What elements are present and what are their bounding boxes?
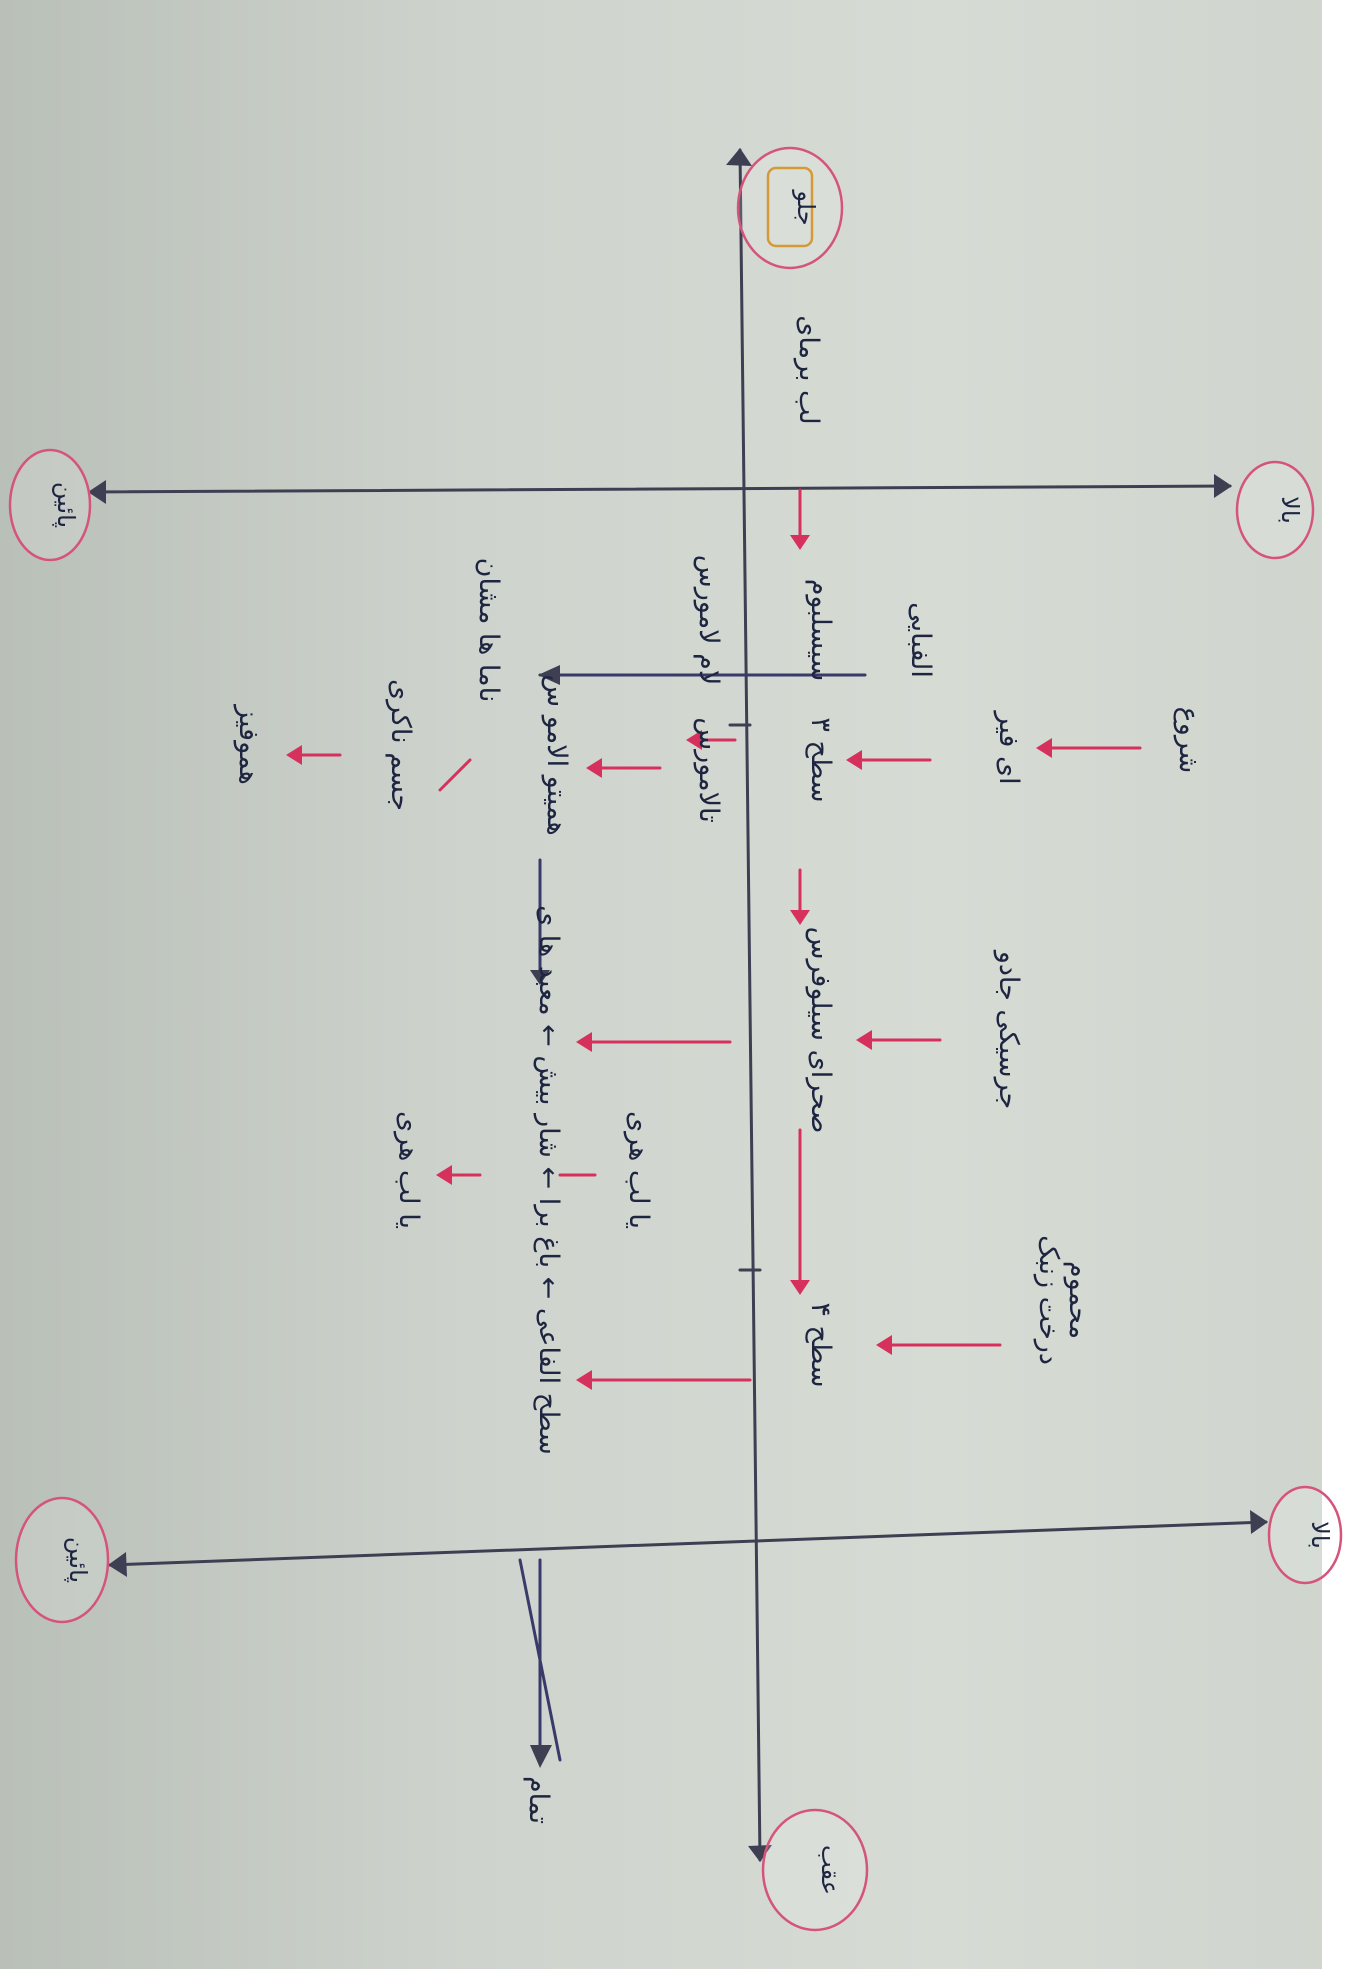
page-notch [1328,760,1346,880]
node-alphabetic: الفبایی [905,602,936,678]
arrow-talam-to-body [438,758,472,792]
cloud-back-label: عقب [816,1845,844,1895]
node-hamiltamas: همیتو الامو س [541,674,572,836]
node-body: جسم ناکری [385,679,416,811]
axis-front-arrowhead [726,148,752,166]
cloud-top-1: بالا [1235,460,1315,560]
arrowhead [576,1032,592,1052]
node-level4: سطح ۴ [805,1302,836,1387]
axis-vertical-2-top-head [1250,1510,1268,1534]
page-edge [1322,0,1346,1969]
node-level3: سطح ۳ [805,717,836,802]
axis-vertical-1-top-head [1214,474,1232,498]
node-sequence: سطح الفاعی ← باغ برا ← شار بیش ← معبد ها… [533,905,564,1455]
cloud-bottom-2: پائین [14,1496,110,1624]
node-lamlam: لام لامورس [693,555,724,686]
cloud-back: عقب [761,1808,869,1932]
arrowhead [790,1280,810,1295]
node-desert-main: صحرای سیلوفرس [805,927,836,1134]
axis-vertical-2 [108,1520,1268,1567]
arrowhead [436,1165,452,1185]
node-barbare: لب برمای [793,315,824,425]
axis-front-back [738,148,762,1862]
node-tabletop: یا لب هری [393,1111,424,1229]
node-sanctum: سیسلبوم [805,579,836,682]
arrowhead [586,758,602,778]
purple-branch-arrowhead [538,665,560,685]
arrowhead [846,750,862,770]
node-final: تمام [523,1776,554,1824]
node-hamorgiz: هموفیز [233,703,264,785]
node-talam: ناما ها مشان [473,558,504,703]
node-tree-top-1: محموم [1063,1261,1094,1339]
cloud-top-2: بالا [1267,1485,1343,1585]
arrowhead [686,730,702,750]
arrowhead [876,1335,892,1355]
axis-vertical-2-bottom-head [108,1552,127,1577]
node-tree-top-2: درخت زنبک [1033,1235,1064,1365]
arrowhead [576,1370,592,1390]
node-desert-top: جرسیکی جادو [993,949,1024,1109]
arrowhead [286,745,302,765]
arrowhead [1036,738,1052,758]
node-paper: یا لب هری [623,1111,654,1229]
arrowhead [790,910,810,925]
cloud-bottom-1-label: پائین [52,482,80,528]
arrowhead-dark [530,970,550,985]
cloud-front-label: جلو [792,189,820,225]
final-arrowhead [530,1745,552,1768]
node-start: شروع [1173,707,1204,774]
cloud-bottom-2-label: پائین [64,1537,92,1583]
cloud-bottom-1: پائین [8,448,92,562]
axis-vertical-1-bottom-head [88,480,106,504]
arrowhead [856,1030,872,1050]
cloud-top-2-label: بالا [1306,1521,1334,1549]
cloud-front: جلو [736,146,844,270]
node-tallamus: تالامورس [693,717,724,823]
node-player: ای فیر [993,709,1024,784]
arrowhead [790,535,810,550]
axis-vertical-1 [88,484,1232,494]
cloud-top-1-label: بالا [1276,496,1304,524]
